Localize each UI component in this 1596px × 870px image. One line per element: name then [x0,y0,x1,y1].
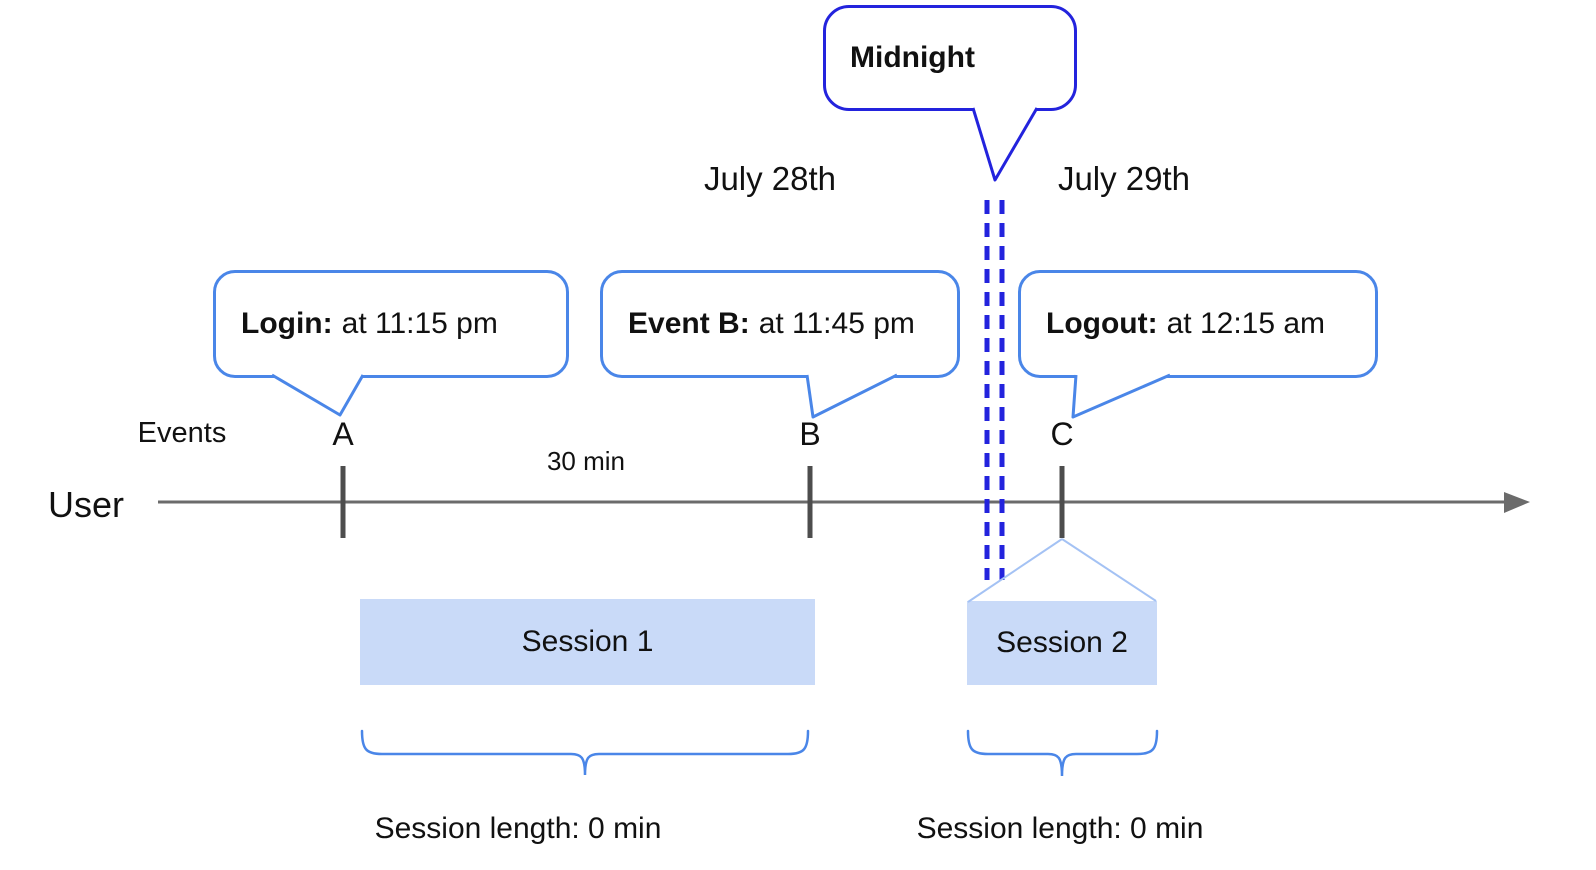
event-letter-c: C [1050,416,1074,452]
logout-callout-title: Logout: [1046,307,1158,340]
event-b-callout: Event B: at 11:45 pm [600,270,960,378]
login-callout-detail: at 11:15 pm [341,307,498,340]
logout-callout-tail [1071,373,1171,419]
event-b-callout-tail [805,373,898,419]
login-callout-title: Login: [241,307,333,340]
user-axis-label: User [48,484,125,525]
event-letter-b: B [799,416,821,452]
events-axis-label: Events [137,417,227,449]
logout-callout: Logout: at 12:15 am [1018,270,1378,378]
interval-label-30-min: 30 min [546,446,626,476]
timeline-arrowhead-icon [1504,492,1530,513]
date-label-july-28: July 28th [703,160,837,197]
session-2-box: Session 2 [967,601,1157,685]
event-letter-a: A [332,416,354,452]
event-b-callout-title: Event B: [628,307,750,340]
session-2-label: Session 2 [996,626,1128,659]
session-2-connector-right [1061,538,1157,602]
session-2-connector-left [967,538,1063,603]
session-1-label: Session 1 [521,625,654,658]
midnight-callout-label: Midnight [850,41,975,74]
logout-callout-detail: at 12:15 am [1166,307,1326,340]
session-2-length-label: Session length: 0 min [916,812,1204,845]
login-callout: Login: at 11:15 pm [213,270,569,378]
session-1-box: Session 1 [360,599,815,685]
session-1-brace [360,729,810,776]
midnight-callout: Midnight [823,5,1077,111]
date-label-july-29: July 29th [1057,160,1191,197]
session-2-brace [966,729,1159,777]
event-b-callout-detail: at 11:45 pm [758,307,915,340]
session-1-length-label: Session length: 0 min [374,812,662,845]
login-callout-tail [271,373,365,417]
